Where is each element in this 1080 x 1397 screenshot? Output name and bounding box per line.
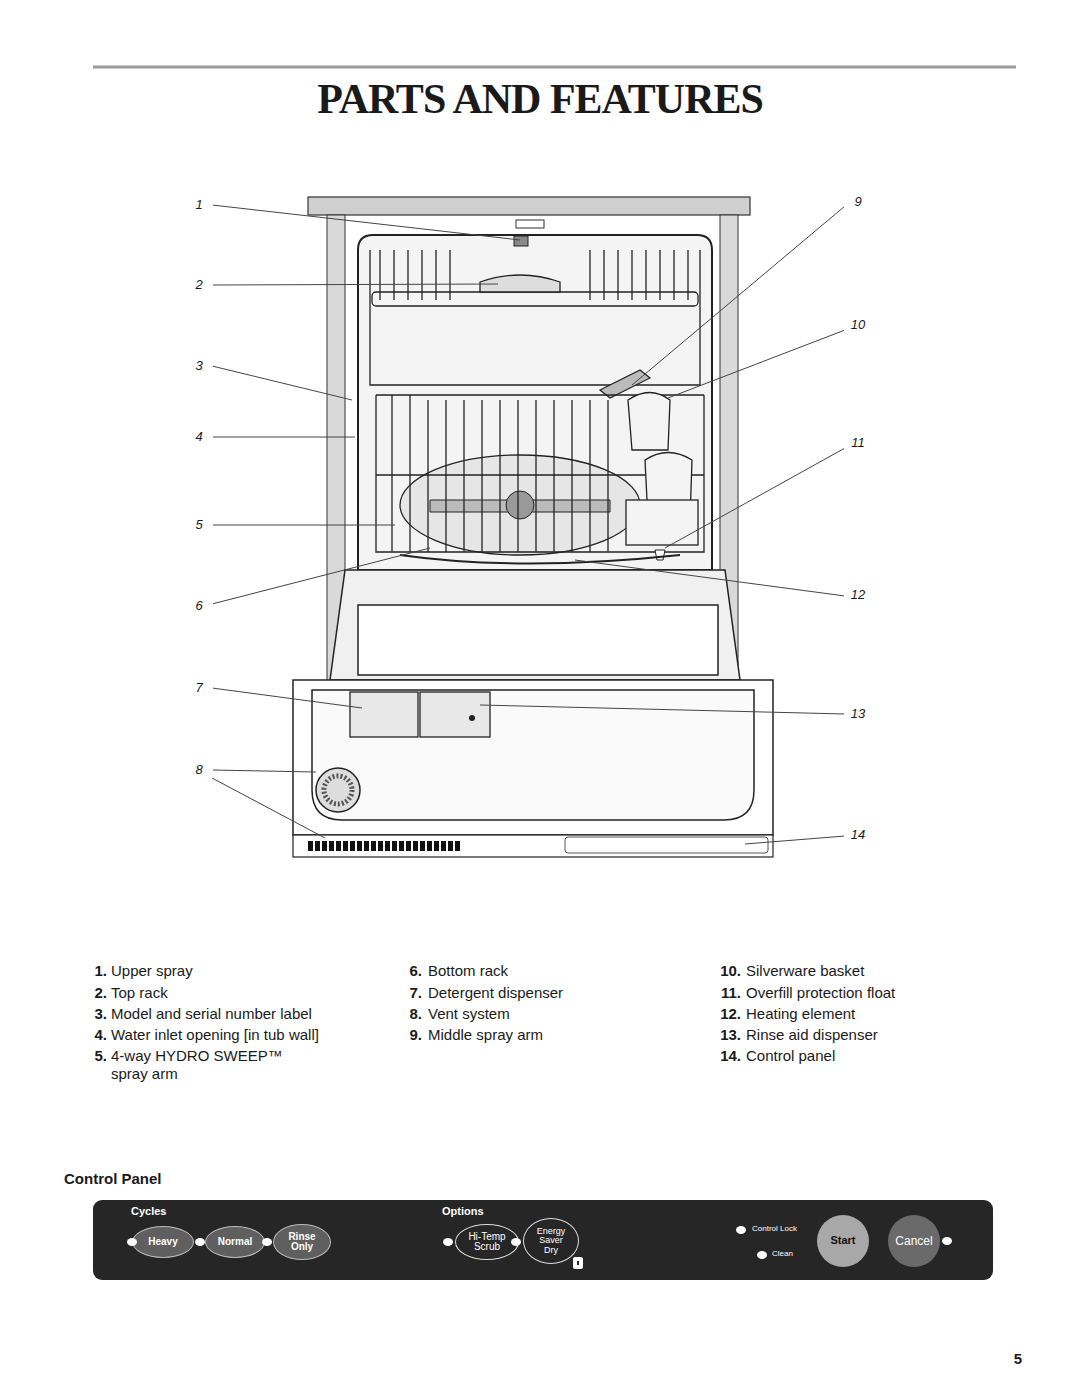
- door-panel: [358, 605, 718, 675]
- part-name: Overfill protection float: [746, 984, 895, 1002]
- panel-label: Options: [442, 1205, 484, 1218]
- callout-number: 5: [185, 517, 213, 533]
- control-panel-band: Cycles OptionsControl LockClean Heavy Norma…: [93, 1200, 993, 1280]
- door: [293, 680, 773, 835]
- countertop: [308, 197, 750, 215]
- latch: [516, 220, 544, 228]
- list-number: 7.: [382, 984, 422, 1002]
- control-panel-strip: [565, 837, 768, 853]
- door-top: [330, 570, 740, 680]
- callout-number: 13: [844, 706, 872, 722]
- callout-number: 12: [844, 587, 872, 603]
- page-number: 5: [1002, 1350, 1022, 1368]
- list-number: 2.: [67, 984, 107, 1002]
- callout-number: 14: [844, 827, 872, 843]
- section-heading: Control Panel: [64, 1170, 162, 1188]
- callout-number: 9: [844, 194, 872, 210]
- callout-number: 3: [185, 358, 213, 374]
- vent: [316, 768, 360, 812]
- page-title: PARTS AND FEATURES: [0, 74, 1080, 124]
- part-name: Model and serial number label: [111, 1005, 312, 1023]
- callout-number: 11: [844, 435, 872, 451]
- callout-number: 7: [185, 680, 213, 696]
- button-label: Cancel: [895, 1235, 932, 1248]
- led-dots: [127, 1226, 952, 1259]
- part-name: Upper spray: [111, 962, 193, 980]
- callout-number: 1: [185, 197, 213, 213]
- overfill-float: [655, 550, 665, 560]
- callout-number: 4: [185, 429, 213, 445]
- part-name: Heating element: [746, 1005, 855, 1023]
- button-label: Hi-Temp Scrub: [462, 1232, 512, 1253]
- callout-number: 8: [185, 762, 213, 778]
- panel-button: Energy Saver Dry: [523, 1218, 579, 1264]
- panel-button: Heavy: [132, 1226, 194, 1258]
- list-number: 6.: [382, 962, 422, 980]
- panel-button: Normal: [205, 1226, 265, 1258]
- callout-number: 2: [185, 277, 213, 293]
- panel-label: Cycles: [131, 1205, 166, 1218]
- door-inner: [312, 690, 754, 820]
- rinse-aid-dispenser: [420, 692, 490, 737]
- list-number: 9.: [382, 1026, 422, 1044]
- leader-lines: [212, 205, 845, 844]
- part-name: Rinse aid dispenser: [746, 1026, 878, 1044]
- lock-icon: [573, 1257, 583, 1269]
- button-label: Heavy: [148, 1237, 177, 1248]
- list-number: 1.: [67, 962, 107, 980]
- list-number: 13.: [701, 1026, 741, 1044]
- button-label: Normal: [218, 1237, 252, 1248]
- part-name: Silverware basket: [746, 962, 864, 980]
- list-number: 4.: [67, 1026, 107, 1044]
- part-name: Control panel: [746, 1047, 835, 1065]
- callout-number: 6: [185, 598, 213, 614]
- part-name: Top rack: [111, 984, 168, 1002]
- part-name: Detergent dispenser: [428, 984, 563, 1002]
- upper-spray: [514, 236, 528, 246]
- part-name: Water inlet opening [in tub wall]: [111, 1026, 319, 1044]
- list-number: 11.: [701, 984, 741, 1002]
- list-number: 3.: [67, 1005, 107, 1023]
- panel-button: Cancel: [888, 1215, 940, 1267]
- panel-button: Rinse Only: [273, 1224, 331, 1260]
- tub: [358, 235, 712, 570]
- part-name: Middle spray arm: [428, 1026, 543, 1044]
- list-number: 10.: [701, 962, 741, 980]
- button-label: Energy Saver Dry: [534, 1227, 568, 1255]
- detergent-dispenser: [350, 692, 418, 737]
- callout-number: 10: [844, 317, 872, 333]
- arm-hub: [506, 491, 534, 519]
- part-name: 4-way HYDRO SWEEP™ spray arm: [111, 1047, 286, 1083]
- rinse-aid-cap: [469, 715, 475, 721]
- control-strip: [293, 835, 773, 857]
- lock-keyhole: [577, 1261, 579, 1265]
- list-number: 12.: [701, 1005, 741, 1023]
- top-rack: [370, 250, 700, 385]
- button-label: Start: [830, 1235, 855, 1247]
- panel-label: Clean: [772, 1249, 793, 1259]
- title-rule: [93, 66, 1016, 69]
- panel-label: Control Lock: [752, 1224, 797, 1234]
- panel-button: Start: [817, 1215, 869, 1267]
- sump: [400, 455, 640, 555]
- silverware-basket: [626, 393, 698, 546]
- list-number: 14.: [701, 1047, 741, 1065]
- vent-grille: [324, 776, 352, 804]
- list-number: 5.: [67, 1047, 107, 1065]
- part-name: Bottom rack: [428, 962, 508, 980]
- list-number: 8.: [382, 1005, 422, 1023]
- part-name: Vent system: [428, 1005, 510, 1023]
- heating-element: [400, 555, 680, 564]
- button-label: Rinse Only: [282, 1232, 322, 1253]
- vent-slots: [308, 841, 460, 851]
- panel-button: Hi-Temp Scrub: [455, 1224, 519, 1260]
